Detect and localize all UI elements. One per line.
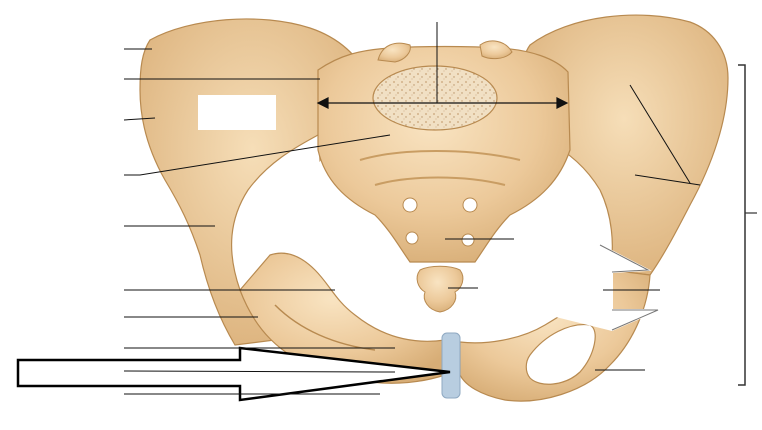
sacral-promontory-surface [373, 66, 497, 130]
sacral-foramen [462, 234, 474, 246]
coccyx [417, 266, 463, 312]
right-sacral-ala-tip [480, 41, 512, 59]
sacrum [318, 41, 570, 312]
sacral-foramen [463, 198, 477, 212]
sacral-foramen [406, 232, 418, 244]
pubic-symphysis [442, 333, 460, 398]
hidden-label-box [198, 95, 276, 130]
right-bracket [738, 65, 745, 385]
sacral-foramen [403, 198, 417, 212]
